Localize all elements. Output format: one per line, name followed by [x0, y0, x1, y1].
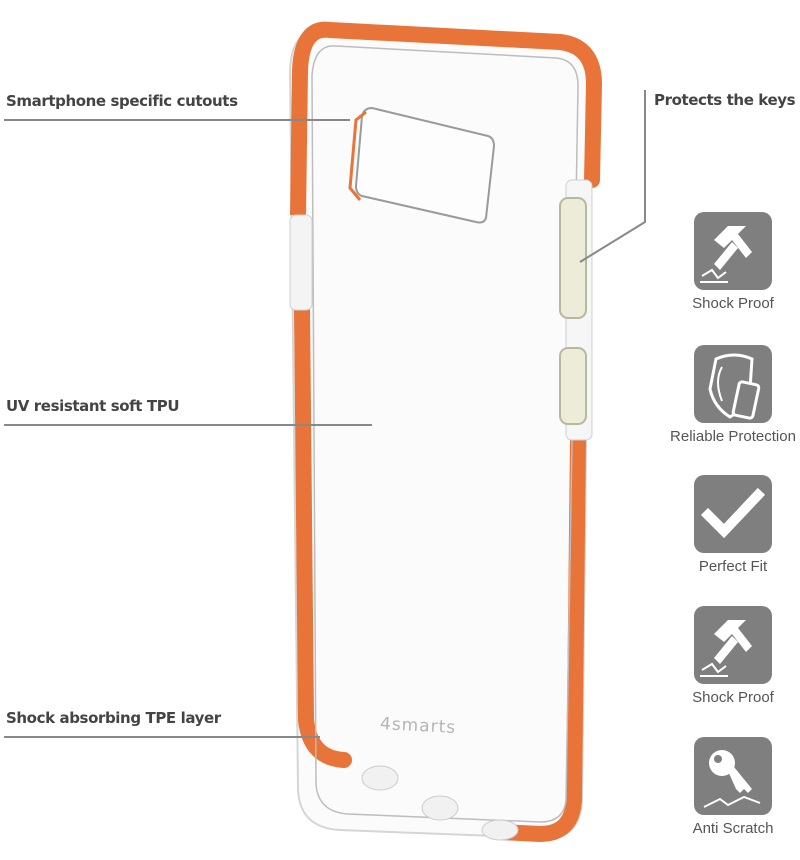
feature-label: Reliable Protection — [670, 428, 796, 445]
power-key-guard — [559, 347, 587, 425]
bottom-bump-3 — [481, 819, 519, 841]
feature-tile — [694, 737, 772, 815]
orange-bumper-left-side — [290, 69, 308, 216]
brand-logo-text: 4smarts — [379, 714, 457, 738]
bottom-bump-1 — [361, 765, 399, 791]
brand-logo: 4smarts — [380, 714, 457, 738]
callout-tpe: Shock absorbing TPE layer — [6, 709, 221, 727]
hammer-impact-icon — [700, 226, 752, 283]
checkmark-icon — [700, 487, 766, 539]
feature-tile — [694, 475, 772, 553]
bottom-bump-2 — [421, 795, 459, 821]
callout-keys: Protects the keys — [654, 91, 796, 109]
callout-cutouts: Smartphone specific cutouts — [6, 92, 238, 110]
feature-label: Shock Proof — [692, 295, 774, 312]
feature-badge-reliable-protection: Reliable Protection — [670, 345, 796, 445]
feature-badge-shock-proof: Shock Proof — [678, 212, 788, 312]
orange-bumper-right-lower — [492, 432, 586, 843]
orange-bumper-left — [292, 21, 603, 188]
feature-tile — [694, 606, 772, 684]
feature-badge-anti-scratch: Anti Scratch — [678, 737, 788, 837]
feature-label: Perfect Fit — [698, 558, 768, 575]
callout-tpu: UV resistant soft TPU — [6, 397, 180, 415]
clear-side-segment-left — [289, 214, 313, 311]
shield-phone-icon — [708, 353, 761, 420]
feature-tile — [694, 345, 772, 423]
feature-label: Shock Proof — [692, 689, 774, 706]
camera-cutout-edge — [348, 110, 367, 201]
hammer-impact-icon — [700, 620, 752, 677]
volume-key-guard — [559, 197, 587, 319]
feature-tile — [694, 212, 772, 290]
feature-label: Anti Scratch — [692, 820, 774, 837]
feature-badge-shock-proof-2: Shock Proof — [678, 606, 788, 706]
bumper-inner-edge — [311, 45, 579, 823]
leader-line-keys — [579, 90, 646, 263]
feature-badge-perfect-fit: Perfect Fit — [678, 475, 788, 575]
key-scratch-icon — [703, 750, 761, 808]
